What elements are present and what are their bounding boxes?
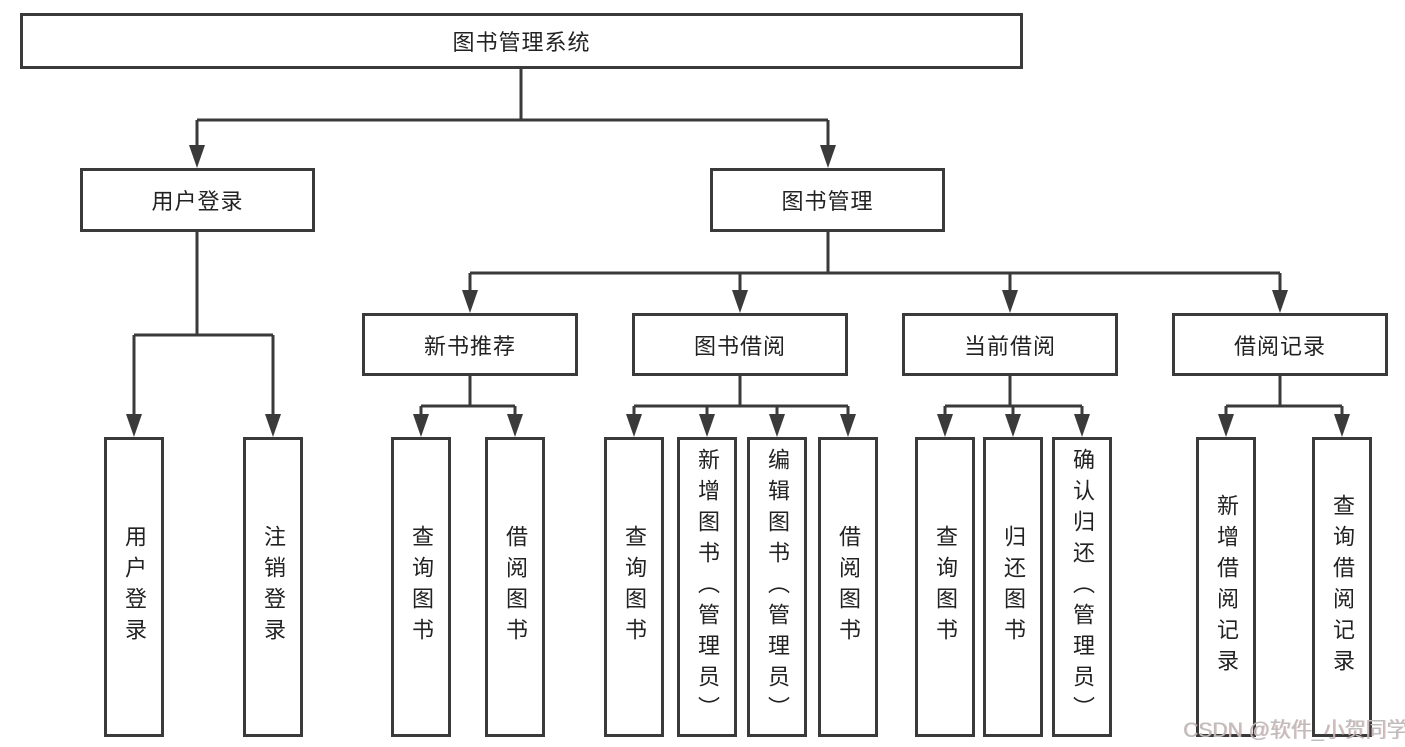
leaf-label: 新增图书（管理员） bbox=[695, 447, 720, 727]
arrow-down-icon bbox=[732, 290, 748, 313]
node-label: 图书管理系统 bbox=[452, 30, 591, 55]
arrow-down-icon bbox=[462, 290, 478, 313]
node-book-management: 图书管理 bbox=[710, 168, 945, 232]
arrow-down-icon bbox=[699, 414, 715, 437]
arrow-down-icon bbox=[265, 414, 281, 437]
node-label: 图书管理 bbox=[781, 189, 874, 214]
leaf-query-borrow-record: 查询借阅记录 bbox=[1312, 437, 1372, 737]
node-label: 图书借阅 bbox=[693, 333, 786, 359]
leaf-label: 归还图书 bbox=[1001, 525, 1026, 649]
leaf-query-books-current: 查询图书 bbox=[915, 437, 975, 737]
leaf-user-login: 用户登录 bbox=[104, 437, 164, 737]
leaf-label: 确认归还（管理员） bbox=[1070, 447, 1095, 727]
node-user-login: 用户登录 bbox=[80, 168, 315, 232]
leaf-query-books-recommend: 查询图书 bbox=[391, 437, 451, 737]
arrow-down-icon bbox=[507, 414, 523, 437]
node-borrowing-records: 借阅记录 bbox=[1172, 313, 1388, 376]
leaf-label: 查询图书 bbox=[409, 525, 434, 649]
arrow-down-icon bbox=[1002, 290, 1018, 313]
leaf-label: 编辑图书（管理员） bbox=[765, 447, 790, 727]
arrow-down-icon bbox=[1005, 414, 1021, 437]
arrow-down-icon bbox=[1272, 290, 1288, 313]
leaf-add-borrow-record: 新增借阅记录 bbox=[1196, 437, 1256, 737]
leaf-logout: 注销登录 bbox=[243, 437, 303, 737]
arrow-down-icon bbox=[189, 145, 205, 168]
leaf-edit-books-admin: 编辑图书（管理员） bbox=[747, 437, 807, 737]
leaf-confirm-return-admin: 确认归还（管理员） bbox=[1052, 437, 1112, 737]
arrow-down-icon bbox=[1218, 414, 1234, 437]
arrow-down-icon bbox=[626, 414, 642, 437]
leaf-label: 注销登录 bbox=[261, 525, 286, 649]
arrow-down-icon bbox=[840, 414, 856, 437]
arrow-down-icon bbox=[1334, 414, 1350, 437]
leaf-borrow-books-recommend: 借阅图书 bbox=[485, 437, 545, 737]
node-label: 新书推荐 bbox=[423, 333, 516, 359]
leaf-label: 新增借阅记录 bbox=[1214, 494, 1239, 680]
arrow-down-icon bbox=[413, 414, 429, 437]
leaf-add-books-admin: 新增图书（管理员） bbox=[677, 437, 737, 737]
node-label: 借阅记录 bbox=[1233, 333, 1326, 359]
node-current-borrowing: 当前借阅 bbox=[902, 313, 1118, 376]
leaf-label: 借阅图书 bbox=[503, 525, 528, 649]
node-label: 当前借阅 bbox=[963, 333, 1056, 359]
arrow-down-icon bbox=[1074, 414, 1090, 437]
node-label: 用户登录 bbox=[151, 189, 244, 214]
node-new-book-recommend: 新书推荐 bbox=[362, 313, 578, 376]
leaf-query-books-borrow: 查询图书 bbox=[604, 437, 664, 737]
arrow-down-icon bbox=[126, 414, 142, 437]
node-book-borrowing: 图书借阅 bbox=[632, 313, 848, 376]
arrow-down-icon bbox=[937, 414, 953, 437]
leaf-label: 用户登录 bbox=[122, 525, 147, 649]
leaf-return-books: 归还图书 bbox=[983, 437, 1043, 737]
leaf-label: 查询图书 bbox=[622, 525, 647, 649]
connector-line bbox=[132, 69, 1344, 419]
arrow-down-icon bbox=[769, 414, 785, 437]
csdn-watermark: CSDN @软件_小贺同学 bbox=[1183, 719, 1405, 742]
node-root-system: 图书管理系统 bbox=[20, 13, 1023, 69]
leaf-label: 借阅图书 bbox=[836, 525, 861, 649]
arrow-down-icon bbox=[820, 145, 836, 168]
leaf-borrow-books: 借阅图书 bbox=[818, 437, 878, 737]
leaf-label: 查询借阅记录 bbox=[1330, 494, 1355, 680]
leaf-label: 查询图书 bbox=[933, 525, 958, 649]
